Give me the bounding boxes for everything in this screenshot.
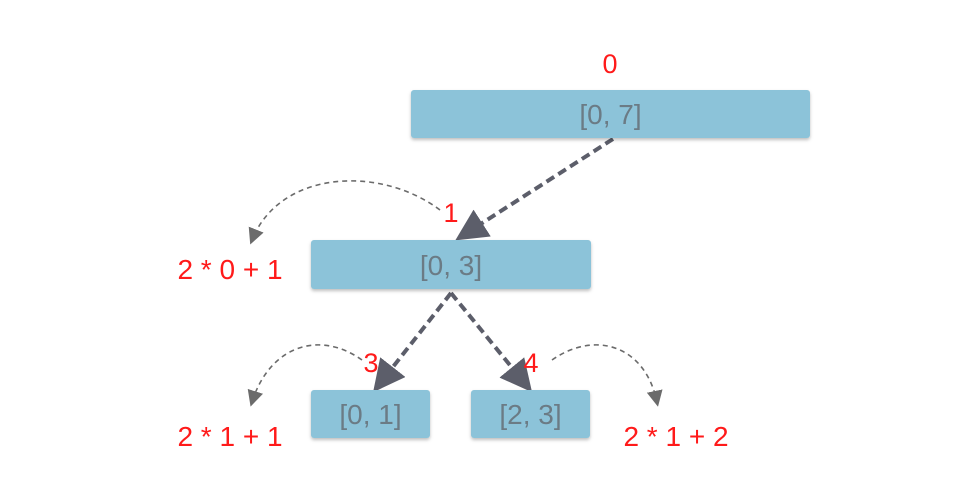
node-root-box: [411, 90, 810, 138]
index-left-child: 1: [443, 198, 458, 228]
curve-arrow-index-3-to-formula: [247, 344, 363, 407]
node-left-child: [0, 3]: [311, 240, 591, 289]
edge-left-child-to-grandchild-left: [373, 291, 453, 393]
node-grandchild-right-box: [471, 390, 590, 438]
node-left-child-label: [0, 3]: [420, 250, 482, 281]
formula-grandchild-left: 2 * 1 + 1: [177, 421, 282, 452]
node-left-child-box: [311, 240, 591, 289]
formula-left-child: 2 * 0 + 1: [177, 254, 282, 285]
curve-arrow-index-1-to-formula: [248, 180, 441, 245]
formula-grandchild-right: 2 * 1 + 2: [623, 421, 728, 452]
node-grandchild-left-box: [311, 390, 430, 438]
node-root-label: [0, 7]: [579, 99, 641, 130]
index-grandchild-left: 3: [363, 348, 378, 378]
node-root: [0, 7]: [411, 90, 810, 138]
node-grandchild-right: [2, 3]: [471, 390, 590, 438]
node-grandchild-left: [0, 1]: [311, 390, 430, 438]
edge-left-child-to-grandchild-right: [449, 291, 533, 393]
node-grandchild-left-label: [0, 1]: [339, 399, 401, 430]
node-grandchild-right-label: [2, 3]: [499, 399, 561, 430]
index-grandchild-right: 4: [523, 348, 538, 378]
curve-arrow-index-4-to-formula: [551, 344, 663, 407]
index-root: 0: [602, 49, 617, 79]
edge-root-to-left-child: [455, 137, 615, 241]
